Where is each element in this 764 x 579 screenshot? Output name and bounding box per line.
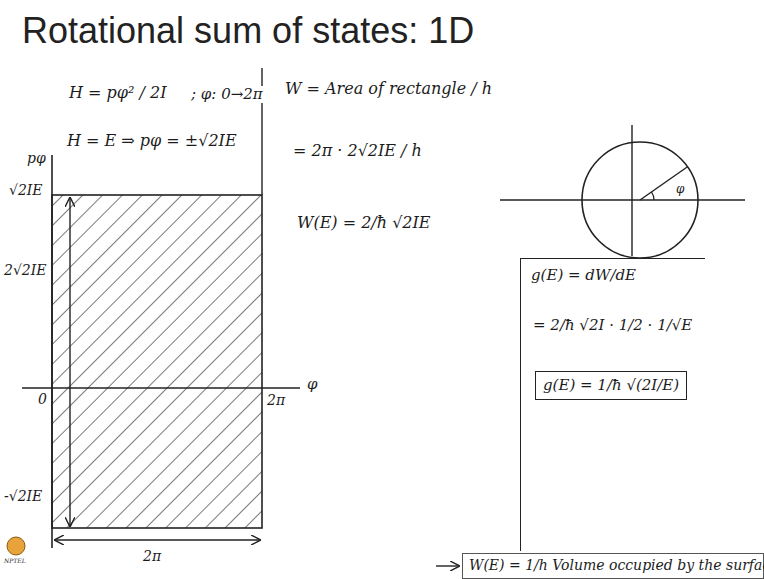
formula-text: g(E) = 1/ħ √(2I/E) <box>543 377 679 394</box>
formula-label: NPTEL <box>3 558 27 565</box>
formula-label: 2π <box>142 548 162 564</box>
p-axis <box>51 155 53 548</box>
angle-arc <box>652 192 655 200</box>
result-panel: g(E) = dW/dE = 2/ħ √2I · 1/2 · 1/√E g(E) =… <box>520 258 705 551</box>
formula-label: H = E ⇒ pφ = ±√2IE <box>66 132 238 150</box>
logo <box>7 537 25 555</box>
note-box: W(E) = 1/h Volume occupied by the surfac… <box>462 553 764 579</box>
circle-y-axis <box>631 125 632 256</box>
phase-rectangle <box>52 195 262 528</box>
formula-label: H = pφ² / 2I <box>68 84 167 102</box>
formula-label: 0 <box>37 391 48 407</box>
formula-text: W(E) = 1/h Volume occupied by the surfac… <box>469 557 757 573</box>
formula-text: = 2/ħ √2I · 1/2 · 1/√E <box>533 317 692 334</box>
formula-label: pφ <box>26 150 47 166</box>
formula-label: φ <box>675 183 685 197</box>
angle-ray <box>640 167 688 200</box>
height-arrow <box>69 198 70 526</box>
formula-label: 2√2IE <box>3 262 48 278</box>
phi-axis <box>22 387 300 389</box>
formula-label: = 2π · 2√2IE / h <box>292 142 423 160</box>
formula-label: φ <box>306 376 319 393</box>
pointer-arrow <box>436 565 459 566</box>
formula-label: W = Area of rectangle / h <box>284 80 493 98</box>
formula-text: g(E) = dW/dE <box>531 267 636 284</box>
formula-label: √2IE <box>8 182 44 198</box>
formula-label: ; φ: 0→2π <box>190 86 264 103</box>
formula-label: 2π <box>266 392 286 408</box>
slide-title: Rotational sum of states: 1D <box>22 10 474 52</box>
width-arrow <box>55 539 260 540</box>
boxed-result: g(E) = 1/ħ √(2I/E) <box>535 371 687 400</box>
circle-x-axis <box>500 199 745 200</box>
formula-label: -√2IE <box>3 488 43 504</box>
formula-label: W(E) = 2/ħ √2IE <box>296 214 432 232</box>
